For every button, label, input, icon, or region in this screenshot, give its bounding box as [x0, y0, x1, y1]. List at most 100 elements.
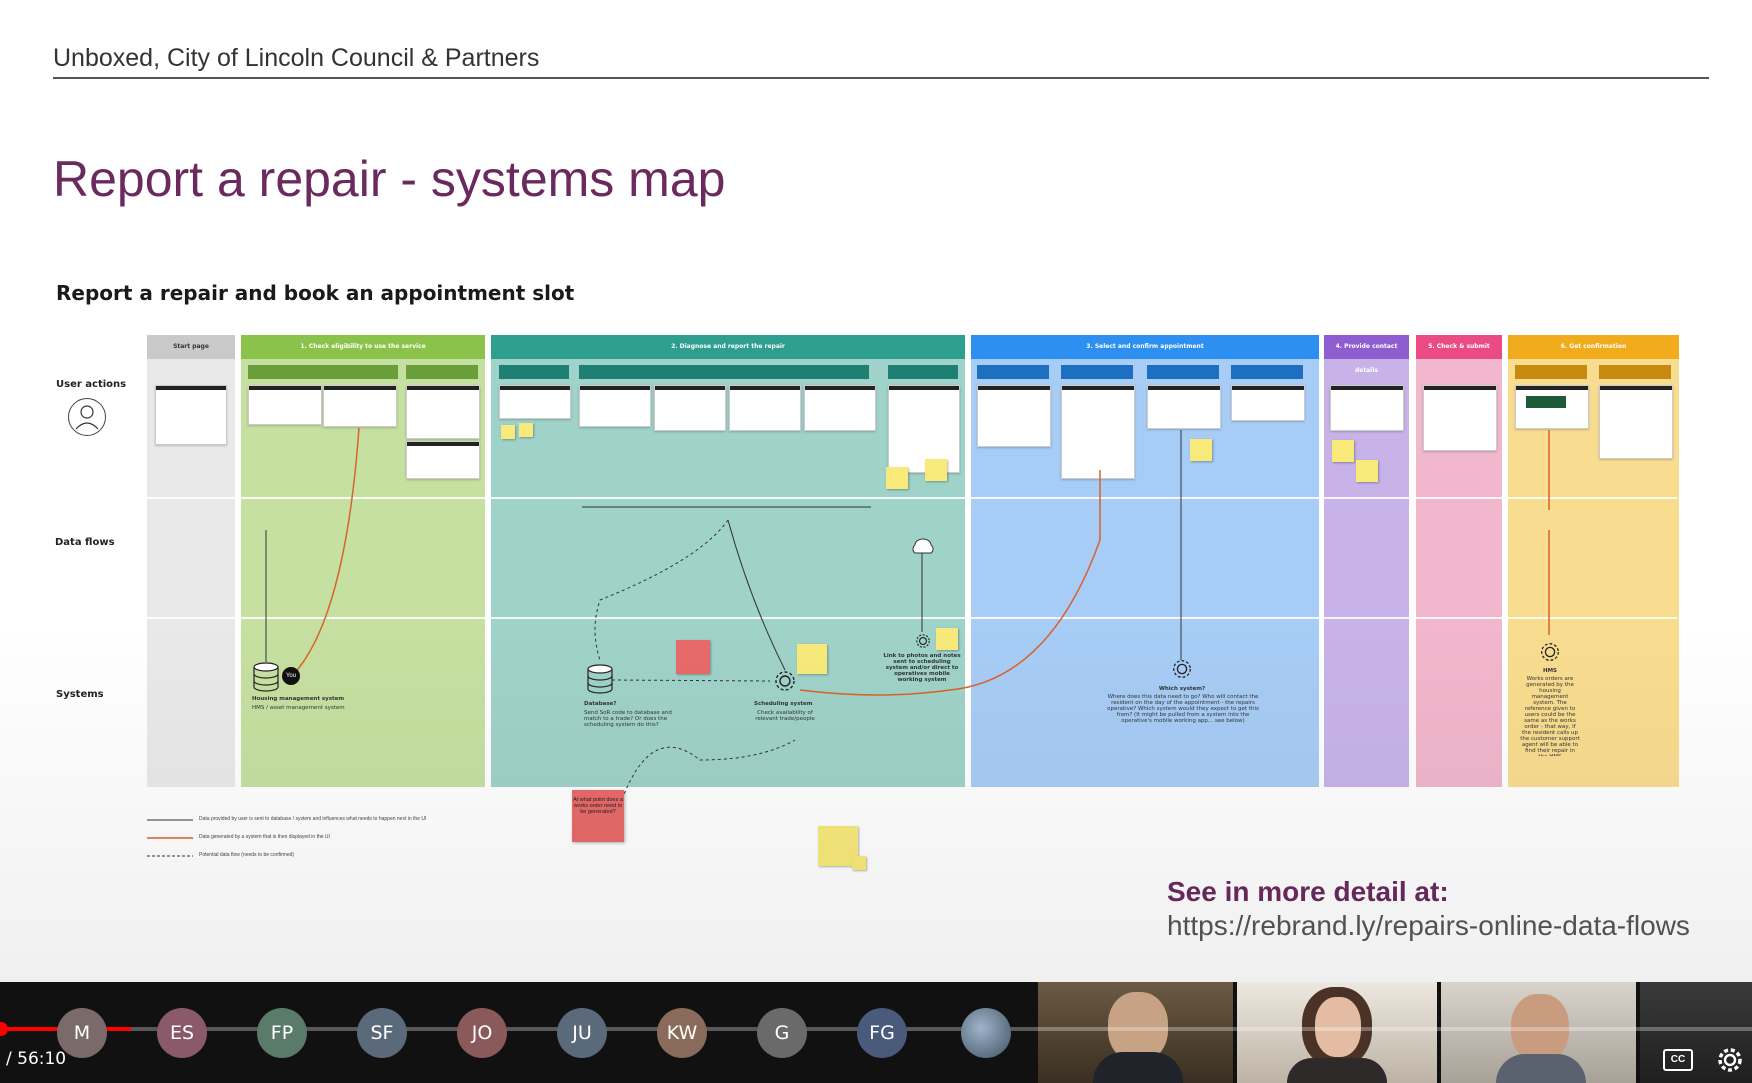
screen-thumbnail — [155, 385, 227, 445]
subheading — [977, 365, 1049, 379]
screen-thumbnail — [248, 385, 322, 425]
database-icon — [586, 664, 614, 699]
gear-icon — [1538, 640, 1562, 669]
which-system-label: Which system? — [1158, 686, 1206, 692]
phase-header: 6. Get confirmation — [1508, 335, 1679, 359]
flow-lines — [265, 427, 1550, 806]
subheading — [1061, 365, 1133, 379]
participant-avatar[interactable]: KW — [657, 1008, 707, 1058]
slide-title: Report a repair - systems map — [53, 151, 726, 207]
participant-avatar[interactable]: M — [57, 1008, 107, 1058]
phase-contact-details: 4. Provide contact details — [1324, 335, 1409, 787]
screen-thumbnail — [804, 385, 876, 431]
gear-icon — [914, 632, 932, 655]
phase-check-eligibility: 1. Check eligibility to use the service — [241, 335, 485, 787]
participant-avatar[interactable]: FG — [857, 1008, 907, 1058]
phase-start-page: Start page — [147, 335, 235, 787]
captions-button[interactable]: CC — [1663, 1049, 1693, 1071]
sticky-note — [925, 459, 947, 481]
database-icon — [252, 662, 280, 697]
sticky-note — [519, 423, 533, 437]
subheading — [1515, 365, 1587, 379]
screen-thumbnail — [1599, 385, 1673, 459]
phase-diagnose-and-report: 2. Diagnose and report the repair — [491, 335, 965, 787]
screen-thumbnail — [1147, 385, 1221, 429]
subheading — [499, 365, 569, 379]
participant-avatar[interactable]: JO — [457, 1008, 507, 1058]
participant-avatar[interactable]: SF — [357, 1008, 407, 1058]
participant-body — [1093, 1052, 1183, 1083]
subheading — [248, 365, 398, 379]
participant-avatar[interactable]: G — [757, 1008, 807, 1058]
hms-label: HMS — [1542, 668, 1558, 674]
sticky-note — [501, 425, 515, 439]
row-divider — [147, 617, 1677, 619]
legend-item: Data provided by user is sent to databas… — [199, 816, 427, 822]
works-order-sticky-note: At what point does a works order need to… — [572, 790, 624, 842]
participant-video — [1640, 982, 1752, 1083]
screen-thumbnail — [888, 385, 960, 473]
settings-gear-icon[interactable] — [1716, 1046, 1744, 1079]
screen-thumbnail — [406, 385, 480, 439]
participant-face — [1511, 994, 1569, 1062]
participant-body — [1287, 1058, 1387, 1083]
phase-header: 4. Provide contact details — [1324, 335, 1409, 374]
map-heading: Report a repair and book an appointment … — [56, 281, 575, 305]
phase-confirmation: 6. Get confirmation — [1508, 335, 1679, 787]
sticky-note — [1332, 440, 1354, 462]
phase-check-submit: 5. Check & submit — [1416, 335, 1502, 787]
header-divider — [53, 77, 1709, 79]
screen-thumbnail — [579, 385, 651, 427]
time-display: / 56:10 — [6, 1049, 67, 1069]
screen-thumbnail — [729, 385, 801, 431]
participant-video — [1441, 982, 1636, 1083]
hms-sub: Works orders are generated by the housin… — [1520, 676, 1580, 756]
detail-link[interactable]: https://rebrand.ly/repairs-online-data-f… — [1167, 910, 1690, 941]
screen-thumbnail — [499, 385, 571, 419]
which-system-sub: Where does this data need to go? Who wil… — [1107, 694, 1259, 724]
screen-thumbnail — [1061, 385, 1135, 479]
detail-heading: See in more detail at: — [1167, 876, 1449, 907]
participant-avatar[interactable]: FP — [257, 1008, 307, 1058]
scheduling-label: Scheduling system — [754, 701, 813, 707]
housing-system-sub: HMS / asset management system — [252, 705, 345, 711]
legend-item: Potential data flow (needs to be confirm… — [199, 852, 295, 858]
subheading — [579, 365, 869, 379]
gear-icon — [1170, 657, 1194, 686]
legend-item: Data generated by a system that is then … — [199, 834, 330, 840]
row-label-systems: Systems — [56, 689, 104, 700]
progress-scrubber[interactable] — [0, 1022, 8, 1036]
screen-thumbnail — [977, 385, 1051, 447]
participant-avatar[interactable]: ES — [157, 1008, 207, 1058]
sticky-note — [818, 826, 858, 866]
user-avatar-icon — [68, 398, 106, 436]
participant-avatar[interactable]: JU — [557, 1008, 607, 1058]
participant-face — [1108, 992, 1168, 1062]
database-label: Database? — [584, 701, 617, 707]
screen-thumbnail — [1515, 385, 1589, 429]
scheduling-sub: Check availability of relevant trade/peo… — [755, 710, 815, 722]
row-divider — [147, 497, 1677, 499]
participant-video — [1237, 982, 1437, 1083]
sticky-note — [797, 644, 827, 674]
sticky-note — [1356, 460, 1378, 482]
sticky-note — [676, 640, 710, 674]
subheading — [888, 365, 958, 379]
row-label-data-flows: Data flows — [55, 537, 115, 548]
photos-link-label: Link to photos and notes sent to schedul… — [883, 653, 961, 683]
sticky-note — [1190, 439, 1212, 461]
confirmation-panel — [1526, 396, 1566, 408]
subheading — [1147, 365, 1219, 379]
subheading — [406, 365, 478, 379]
phase-header: 1. Check eligibility to use the service — [241, 335, 485, 359]
subheading — [1599, 365, 1671, 379]
you-badge: You — [282, 667, 300, 685]
database-sub: Send SoR code to database and match to a… — [584, 710, 672, 728]
slide-header: Unboxed, City of Lincoln Council & Partn… — [53, 44, 540, 72]
participant-photo-avatar[interactable] — [961, 1008, 1011, 1058]
sticky-note — [852, 856, 866, 870]
screen-thumbnail — [323, 385, 397, 427]
phase-header: 3. Select and confirm appointment — [971, 335, 1319, 359]
screen-thumbnail — [406, 441, 480, 479]
screen-thumbnail — [1231, 385, 1305, 421]
